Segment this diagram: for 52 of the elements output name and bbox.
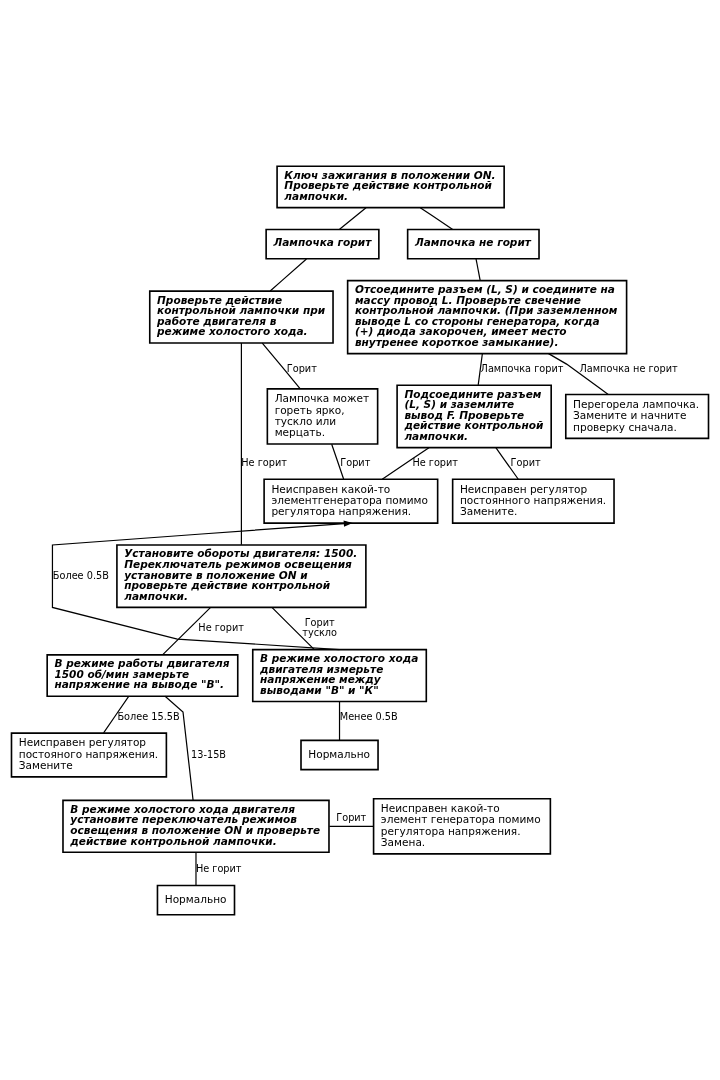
node-box: В режиме работы двигателя 1500 об/мин замерьте напряжение на выводе "В". bbox=[46, 653, 239, 697]
connector bbox=[477, 352, 483, 386]
node-box: В режиме холостого хода двигателя измерьте напряжение между выводами "В" и "К" bbox=[251, 648, 428, 702]
edge-label: Лампочка не горит bbox=[579, 362, 678, 374]
node-box: Лампочка не горит bbox=[406, 228, 540, 259]
arrow bbox=[51, 519, 353, 650]
connector bbox=[331, 443, 345, 480]
edge-label: Менее 0.5В bbox=[339, 710, 398, 722]
node-box: Установите обороты двигателя: 1500. Переключатель режимов освещения установите в положение ON и проверьте действие контрольной лампочки. bbox=[116, 543, 367, 608]
edge-label: Более 0.5В bbox=[52, 569, 109, 581]
connector bbox=[547, 352, 609, 395]
node-box: Проверьте действие контрольной лампочки при работе двигателя в режиме холостого хода. bbox=[148, 289, 334, 344]
connector bbox=[240, 341, 242, 545]
edge-label: Не горит bbox=[412, 456, 459, 468]
node-box: Нормально bbox=[156, 884, 236, 916]
edge-label: Не горит bbox=[198, 621, 244, 633]
node-box: Лампочка горит bbox=[265, 228, 380, 259]
connector bbox=[495, 446, 519, 480]
node-box: Лампочка может гореть ярко, тускло или мерцать. bbox=[266, 387, 379, 445]
node-box: Неисправен какой-то элемент генератора помимо регулятора напряжения. Замена. bbox=[372, 797, 552, 855]
node-box: Перегорела лампочка. Замените и начните проверку сначала. bbox=[564, 393, 710, 439]
edge-label: Не горит bbox=[241, 456, 287, 468]
connector bbox=[103, 695, 130, 733]
connector bbox=[261, 341, 301, 389]
edge-label: Горит bbox=[340, 456, 371, 468]
node-box: В режиме холостого хода двигателя установите переключатель режимов освещения в положение ON и проверьте действие контрольной лампочки. bbox=[62, 799, 330, 853]
edge-label: Не горит bbox=[195, 862, 242, 874]
connector bbox=[381, 446, 430, 480]
connector bbox=[419, 206, 454, 230]
node-box: Неисправен регулятор постоянного напряжения. Замените. bbox=[451, 477, 615, 524]
connector bbox=[271, 606, 315, 650]
edge-label: Горит bbox=[336, 811, 367, 823]
node-box: Неисправен регулятор постояного напряжения. Замените bbox=[10, 731, 168, 778]
connector bbox=[195, 851, 197, 886]
edge-label: Горит bbox=[510, 456, 541, 468]
node-box: Подсоедините разъем (L, S) и заземлите вывод F. Проверьте действие контрольной лампочки. bbox=[396, 383, 552, 448]
edge-label: 13-15В bbox=[191, 748, 227, 760]
edge-label: Более 15.5В bbox=[117, 710, 180, 722]
node-box: Отсоедините разъем (L, S) и соедините на массу провод L. Проверьте свечение контрольной лампочки. (При заземленном выводе L со стороны генератора, когда (+) диода закорочен, имеет место внутренее короткое замыкание). bbox=[346, 279, 628, 354]
edge-label: Лампочка горит bbox=[480, 362, 564, 374]
connector bbox=[164, 695, 194, 801]
edge-label: Горит bbox=[286, 362, 317, 374]
connector bbox=[162, 606, 211, 655]
node-box: Неисправен какой-то элементгенератора помимо регулятора напряжения. bbox=[263, 477, 439, 524]
edge-label: Горит тускло bbox=[302, 616, 338, 638]
node-box: Ключ зажигания в положении ON. Проверьте действие контрольной лампочки. bbox=[276, 164, 505, 208]
connector bbox=[269, 257, 308, 292]
connector bbox=[328, 825, 374, 827]
connector bbox=[338, 700, 341, 741]
connector bbox=[338, 206, 367, 230]
connector bbox=[475, 257, 481, 281]
node-box: Нормально bbox=[300, 739, 379, 770]
